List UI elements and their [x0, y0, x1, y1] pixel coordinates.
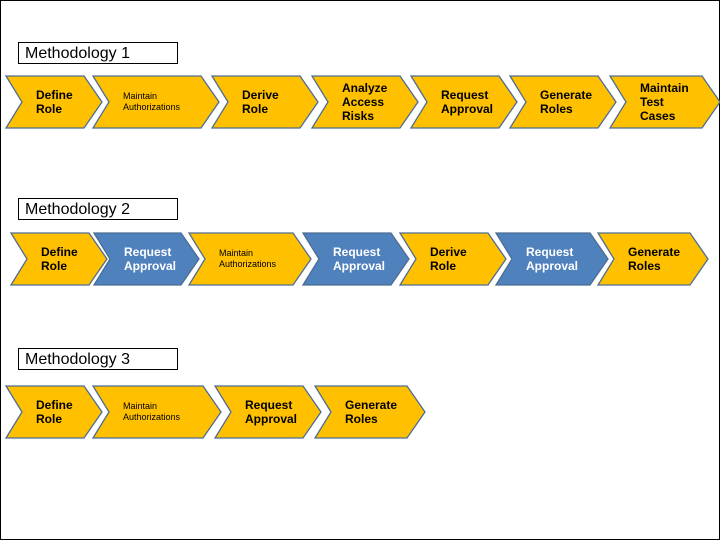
chevron-step-2-3 [187, 232, 312, 286]
chevron-step-1-6 [508, 75, 617, 129]
chevron-step-3-3 [213, 385, 322, 439]
chevron-step-2-7 [596, 232, 709, 286]
methodology-1-title: Methodology 1 [18, 42, 178, 64]
chevron-step-2-2 [92, 232, 200, 286]
step-label: Maintain Authorizations [219, 248, 277, 269]
methodology-2-title: Methodology 2 [18, 198, 178, 220]
step-label: Define Role [36, 398, 73, 426]
chevron-step-3-4 [313, 385, 426, 439]
chevron-step-1-2 [91, 75, 220, 129]
chevron-step-1-4 [310, 75, 419, 129]
step-label: Derive Role [430, 245, 467, 273]
step-label: Request Approval [245, 398, 298, 426]
chevron-step-1-7 [608, 75, 720, 129]
step-label: Analyze Access Risks [342, 81, 388, 123]
step-label: Request Approval [333, 245, 386, 273]
step-label: Maintain Authorizations [123, 91, 181, 112]
chevron-step-3-1 [4, 385, 103, 439]
chevron-step-1-1 [4, 75, 103, 129]
step-label: Request Approval [124, 245, 177, 273]
chevron-step-2-6 [494, 232, 609, 286]
step-label: Define Role [41, 245, 78, 273]
chevron-step-2-5 [398, 232, 507, 286]
step-label: Define Role [36, 88, 73, 116]
step-label: Generate Roles [628, 245, 681, 273]
methodology-3-title: Methodology 3 [18, 348, 178, 370]
chevron-step-1-5 [409, 75, 518, 129]
chevron-step-2-1 [9, 232, 108, 286]
step-label: Request Approval [526, 245, 579, 273]
chevron-step-2-4 [301, 232, 410, 286]
chevron-step-1-3 [210, 75, 319, 129]
step-label: Generate Roles [540, 88, 593, 116]
step-label: Maintain Authorizations [123, 401, 181, 422]
step-label: Generate Roles [345, 398, 398, 426]
step-label: Derive Role [242, 88, 279, 116]
chevron-step-3-2 [91, 385, 222, 439]
step-label: Maintain Test Cases [640, 81, 689, 123]
step-label: Request Approval [441, 88, 494, 116]
